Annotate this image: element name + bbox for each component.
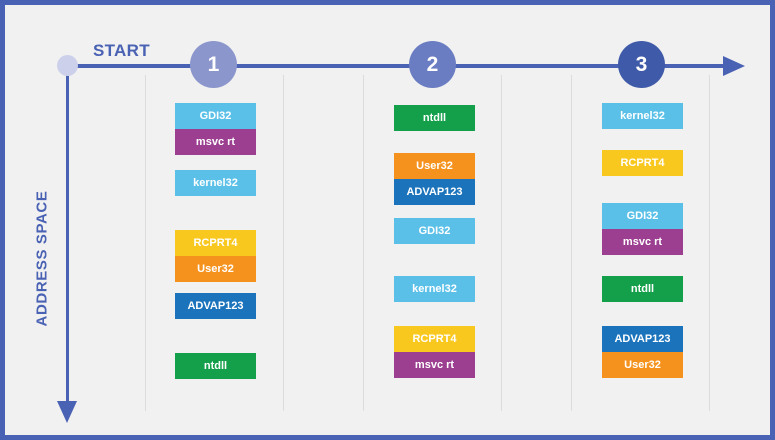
column-3-group-1: kernel32 [602, 103, 683, 129]
column-1-group-5: ntdll [175, 353, 256, 379]
timeline-arrow-icon [723, 56, 745, 76]
module-block-user32[interactable]: User32 [394, 153, 475, 179]
module-block-msvc-rt[interactable]: msvc rt [394, 352, 475, 378]
module-block-msvc-rt[interactable]: msvc rt [602, 229, 683, 255]
milestone-circle-1[interactable]: 1 [190, 41, 237, 88]
column-2-group-4: kernel32 [394, 276, 475, 302]
address-space-axis-arrow-icon [57, 401, 77, 423]
start-label: START [93, 41, 150, 60]
column-1-group-4: ADVAP123 [175, 293, 256, 319]
module-block-user32[interactable]: User32 [602, 352, 683, 378]
module-block-gdi32[interactable]: GDI32 [602, 203, 683, 229]
module-block-advap123[interactable]: ADVAP123 [175, 293, 256, 319]
module-block-gdi32[interactable]: GDI32 [175, 103, 256, 129]
module-block-rcprt4[interactable]: RCPRT4 [175, 230, 256, 256]
milestone-circle-2[interactable]: 2 [409, 41, 456, 88]
module-block-ntdll[interactable]: ntdll [602, 276, 683, 302]
module-block-ntdll[interactable]: ntdll [175, 353, 256, 379]
module-block-rcprt4[interactable]: RCPRT4 [602, 150, 683, 176]
column-3-group-4: ntdll [602, 276, 683, 302]
module-block-user32[interactable]: User32 [175, 256, 256, 282]
origin-dot-icon [57, 55, 78, 76]
address-space-axis-label: ADDRESS SPACE [33, 190, 51, 327]
column-2-group-3: GDI32 [394, 218, 475, 244]
milestone-circle-3[interactable]: 3 [618, 41, 665, 88]
timeline-axis-line [67, 64, 727, 68]
column-2-group-1: ntdll [394, 105, 475, 131]
module-block-kernel32[interactable]: kernel32 [602, 103, 683, 129]
module-block-msvc-rt[interactable]: msvc rt [175, 129, 256, 155]
address-space-axis-line [66, 65, 69, 405]
module-block-kernel32[interactable]: kernel32 [175, 170, 256, 196]
module-block-rcprt4[interactable]: RCPRT4 [394, 326, 475, 352]
column-3-group-2: RCPRT4 [602, 150, 683, 176]
module-block-kernel32[interactable]: kernel32 [394, 276, 475, 302]
column-1-group-2: kernel32 [175, 170, 256, 196]
module-block-advap123[interactable]: ADVAP123 [602, 326, 683, 352]
module-block-ntdll[interactable]: ntdll [394, 105, 475, 131]
module-block-advap123[interactable]: ADVAP123 [394, 179, 475, 205]
module-block-gdi32[interactable]: GDI32 [394, 218, 475, 244]
